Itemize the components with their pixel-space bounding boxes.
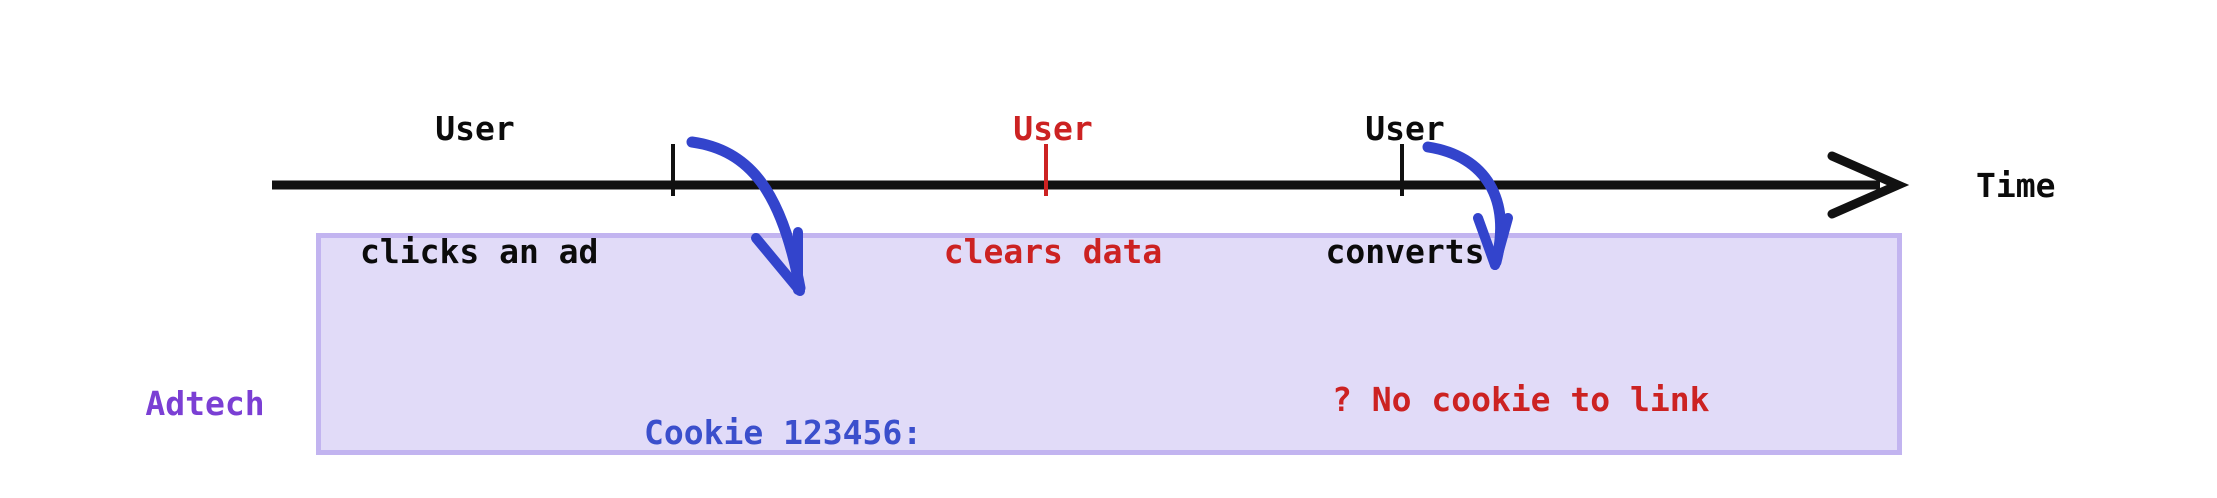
event-label-conversion: User converts <box>1290 26 1520 354</box>
no-conversion-note: ? No cookie to link this conversion to ⇒… <box>1332 285 1710 498</box>
event-label-clear-data-line2: clears data <box>943 232 1163 271</box>
no-conversion-note-line1: ? No cookie to link <box>1332 380 1710 419</box>
event-label-conversion-line2: converts <box>1325 232 1485 271</box>
event-label-clear-data: User clears data <box>938 26 1168 354</box>
cookie-log-line1: Cookie 123456: <box>644 413 923 452</box>
time-axis-label: Time <box>1976 166 2056 205</box>
adtech-server-band <box>316 233 1902 455</box>
event-label-ad-click: User clicks an ad <box>360 26 599 354</box>
cookie-log-note: Cookie 123456: Ad clicked <box>644 315 922 498</box>
event-label-conversion-line1: User <box>1365 109 1445 148</box>
event-label-ad-click-line1: User <box>435 109 515 148</box>
adtech-server-label-line1: Adtech <box>145 384 265 423</box>
event-label-clear-data-line1: User <box>1013 109 1093 148</box>
time-axis-arrowhead <box>1827 151 1910 219</box>
adtech-server-label: Adtech server <box>110 294 300 498</box>
event-label-ad-click-line2: clicks an ad <box>360 232 599 271</box>
